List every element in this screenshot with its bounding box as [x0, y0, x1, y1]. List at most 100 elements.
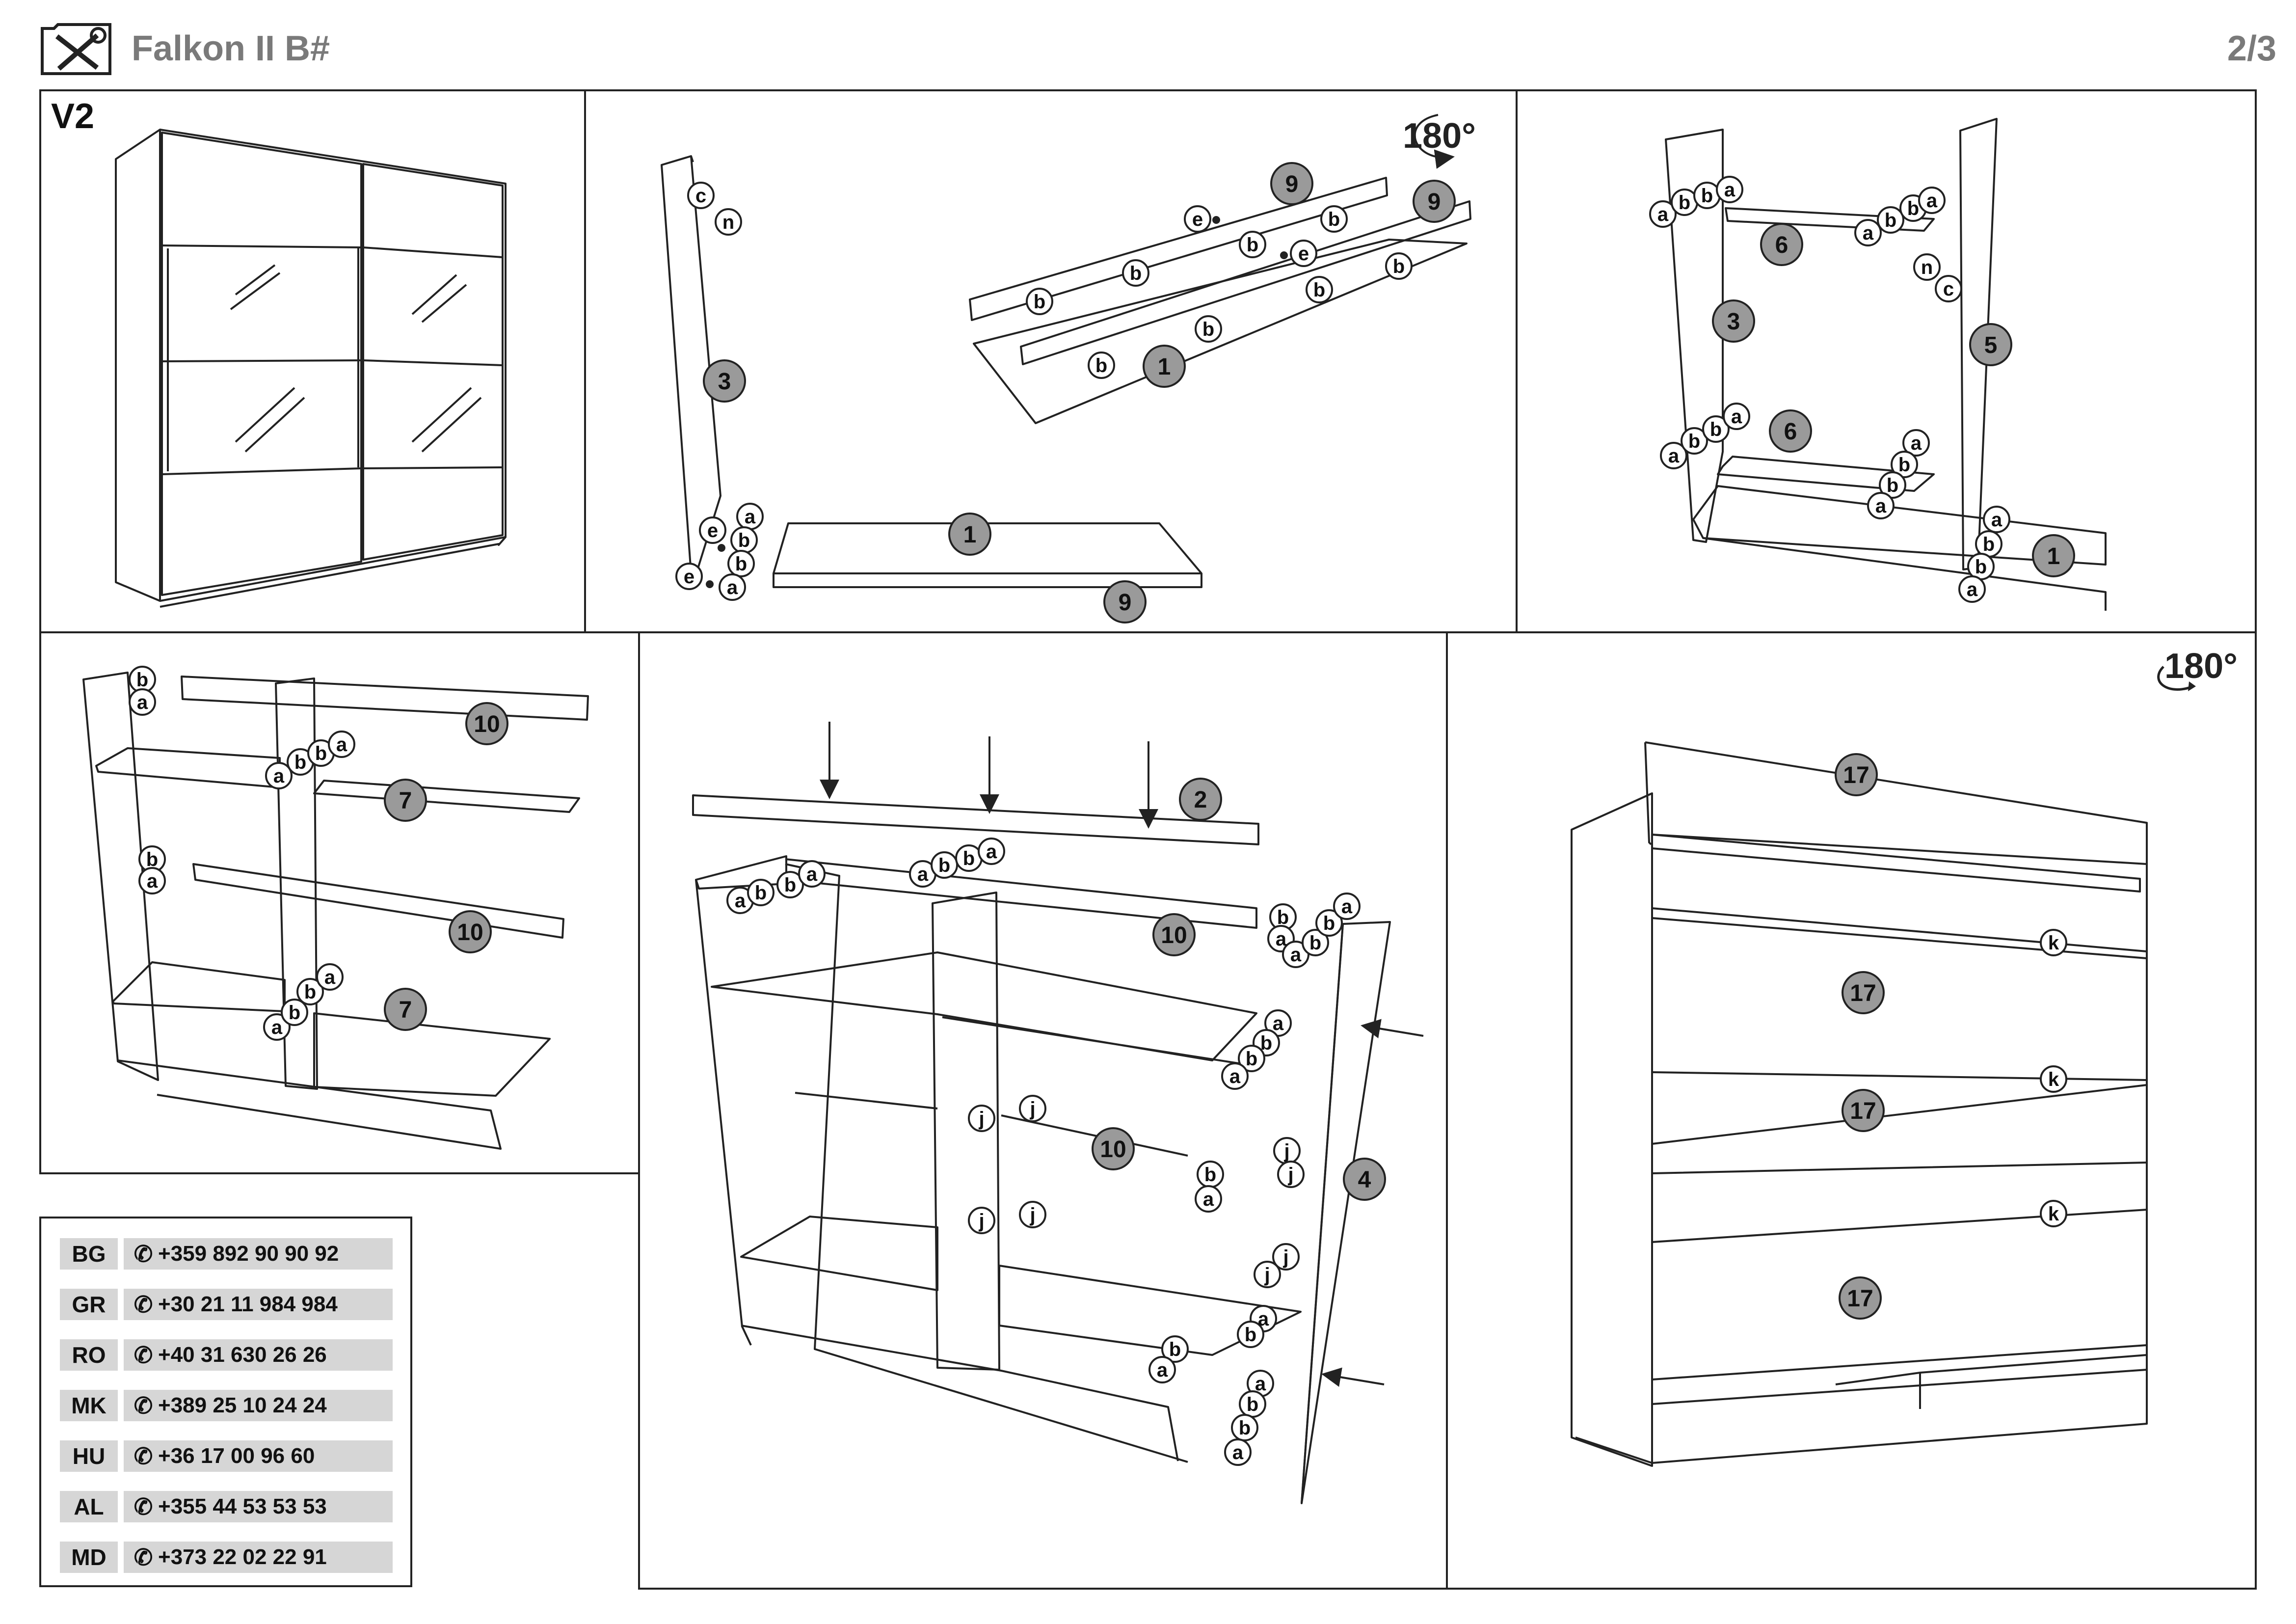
country-code: HU: [60, 1440, 118, 1472]
svg-text:b: b: [304, 981, 316, 1003]
svg-text:a: a: [1157, 1359, 1168, 1381]
svg-text:a: a: [1276, 928, 1287, 950]
step3-drawing: [82, 672, 589, 1150]
rotation-label: 180°: [2164, 647, 2238, 686]
svg-text:17: 17: [1847, 1286, 1873, 1312]
document-title: Falkon II B#: [132, 29, 330, 68]
svg-text:j: j: [1029, 1098, 1035, 1120]
svg-text:b: b: [1983, 534, 1995, 555]
svg-text:b: b: [1169, 1339, 1181, 1360]
svg-text:6: 6: [1775, 232, 1789, 258]
svg-text:17: 17: [1843, 762, 1869, 788]
svg-text:b: b: [1898, 454, 1910, 476]
svg-text:b: b: [738, 530, 750, 551]
svg-text:e: e: [1298, 243, 1309, 265]
svg-text:7: 7: [399, 788, 412, 814]
svg-text:j: j: [1264, 1264, 1270, 1286]
svg-text:b: b: [294, 752, 306, 773]
svg-text:j: j: [1282, 1246, 1288, 1268]
svg-text:e: e: [707, 520, 718, 541]
svg-text:b: b: [1247, 1394, 1258, 1415]
phone-number: +373 22 02 22 91: [158, 1545, 327, 1569]
svg-text:6: 6: [1784, 419, 1797, 445]
svg-text:b: b: [1323, 913, 1335, 934]
svg-text:b: b: [1247, 234, 1258, 256]
svg-text:e: e: [684, 566, 694, 588]
rotate-arrow-icon: [2154, 662, 2203, 701]
svg-text:a: a: [1341, 896, 1353, 918]
svg-text:a: a: [336, 734, 347, 756]
svg-text:a: a: [1926, 190, 1938, 212]
svg-text:4: 4: [1358, 1167, 1371, 1193]
svg-text:a: a: [745, 506, 756, 528]
country-code: MK: [60, 1390, 118, 1421]
tools-icon: [39, 22, 113, 77]
svg-text:b: b: [1328, 209, 1340, 230]
svg-text:b: b: [1393, 256, 1405, 277]
svg-text:a: a: [1290, 944, 1302, 966]
svg-text:a: a: [1731, 406, 1742, 428]
country-code: BG: [60, 1238, 118, 1270]
svg-text:3: 3: [1727, 309, 1740, 335]
svg-text:b: b: [1701, 185, 1713, 207]
svg-text:b: b: [315, 743, 327, 764]
svg-text:b: b: [963, 848, 975, 869]
phone-number: +36 17 00 96 60: [158, 1444, 315, 1468]
phone-row: BG ✆+359 892 90 90 92: [60, 1238, 393, 1270]
svg-text:k: k: [2048, 1203, 2059, 1225]
step1-drawing: [661, 114, 1471, 588]
svg-text:b: b: [1095, 355, 1107, 377]
svg-text:3: 3: [718, 369, 731, 395]
svg-text:b: b: [1034, 291, 1045, 313]
svg-text:1: 1: [963, 522, 977, 548]
phone-row: MK ✆+389 25 10 24 24: [60, 1390, 393, 1421]
country-code: MD: [60, 1542, 118, 1573]
svg-text:a: a: [1668, 445, 1680, 467]
svg-text:a: a: [1258, 1308, 1269, 1330]
svg-text:a: a: [1724, 179, 1735, 201]
svg-text:a: a: [324, 967, 336, 988]
wardrobe-overview-drawing: [115, 129, 507, 608]
svg-text:b: b: [784, 874, 796, 896]
svg-text:b: b: [1260, 1032, 1272, 1054]
svg-text:17: 17: [1850, 1098, 1876, 1124]
svg-text:k: k: [2048, 1069, 2059, 1090]
svg-text:1: 1: [2047, 543, 2060, 569]
svg-text:a: a: [1875, 495, 1887, 517]
svg-text:b: b: [735, 553, 747, 575]
phone-row: GR ✆+30 21 11 984 984: [60, 1289, 393, 1320]
svg-text:a: a: [1991, 509, 2002, 531]
country-code: AL: [60, 1491, 118, 1522]
phone-icon: ✆: [133, 1443, 153, 1469]
svg-text:a: a: [1967, 579, 1978, 600]
svg-text:a: a: [917, 864, 929, 885]
svg-text:j: j: [1283, 1140, 1289, 1162]
svg-text:n: n: [1921, 257, 1933, 278]
country-code: RO: [60, 1339, 118, 1371]
panel-step-5: [1446, 631, 2257, 1590]
phone-row: HU ✆+36 17 00 96 60: [60, 1440, 393, 1472]
svg-text:b: b: [1688, 431, 1700, 452]
svg-text:b: b: [136, 669, 148, 691]
svg-text:9: 9: [1119, 590, 1132, 616]
svg-text:a: a: [1203, 1189, 1214, 1210]
phone-contacts-table: BG ✆+359 892 90 90 92 GR ✆+30 21 11 984 …: [39, 1217, 412, 1587]
svg-text:5: 5: [1984, 332, 1998, 358]
svg-text:10: 10: [1161, 922, 1187, 948]
phone-number: +359 892 90 90 92: [158, 1242, 339, 1266]
phone-icon: ✆: [133, 1241, 153, 1267]
svg-text:b: b: [1679, 192, 1690, 214]
svg-text:b: b: [1885, 210, 1896, 231]
svg-text:c: c: [1943, 278, 1954, 300]
svg-text:j: j: [1029, 1204, 1035, 1226]
phone-number: +389 25 10 24 24: [158, 1393, 327, 1417]
country-code: GR: [60, 1289, 118, 1320]
svg-text:b: b: [1887, 475, 1898, 496]
svg-text:b: b: [1313, 279, 1325, 301]
svg-text:c: c: [695, 185, 706, 207]
phone-row: MD ✆+373 22 02 22 91: [60, 1542, 393, 1573]
variant-label: V2: [51, 97, 95, 136]
phone-number: +40 31 630 26 26: [158, 1343, 327, 1367]
